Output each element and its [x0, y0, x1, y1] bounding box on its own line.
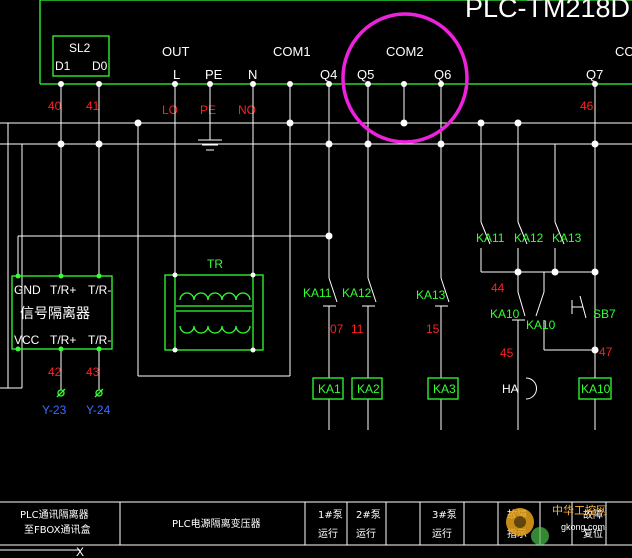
wire-pe: PE [200, 103, 216, 117]
output-wiring [323, 84, 450, 430]
terminal-pe: PE [205, 67, 223, 82]
coil-ka1: KA1 [318, 382, 341, 396]
power-wiring [137, 84, 291, 377]
wire-number-07: 07 [330, 322, 344, 336]
title-pump2-run: 运行 [356, 527, 376, 540]
gkong-watermark: 中华工控网 gkong.com [506, 503, 607, 545]
left-rails [0, 123, 23, 389]
title-fault-2: 故障 [583, 508, 603, 521]
terminal-partial: CC [615, 44, 632, 59]
ground-icon [198, 139, 222, 151]
contact-ka10-a: KA10 [490, 307, 520, 321]
terminal-l: L [173, 67, 180, 82]
bus-junctions [57, 119, 599, 148]
title-pump1: 1#泵 [318, 509, 343, 521]
sl2-module-box [52, 35, 110, 77]
watermark-site: 中华工控网 [552, 503, 607, 517]
isolator-pin-dots [15, 273, 102, 352]
watermark-url: gkong.com [561, 522, 605, 532]
coil-ka1-box [312, 377, 344, 400]
contact-ka10-b: KA10 [526, 318, 556, 332]
coil-ka10: KA10 [581, 382, 611, 396]
title-pump3: 3#泵 [432, 509, 457, 521]
coil-ka2: KA2 [357, 382, 380, 396]
title-isolator-1: PLC通讯隔离器 [20, 508, 89, 521]
output-dots [325, 232, 333, 240]
wire-number-41: 41 [86, 99, 100, 113]
terminal-q6: Q6 [434, 67, 451, 82]
transformer-coil-icon [174, 275, 254, 350]
sb7-button-icon [571, 295, 587, 319]
wire-number-47: 47 [599, 345, 613, 359]
isolator-pin-tr-minus-b: T/R- [88, 333, 111, 347]
terminal-q7: Q7 [586, 67, 603, 82]
horizontal-wires [0, 84, 632, 145]
title-block-text: PLC通讯隔离器 至FBOX通讯盒 PLC电源隔离变压器 1#泵 运行 2#泵 … [20, 508, 603, 540]
fault-circuit-dots [514, 268, 599, 354]
wire-number-40: 40 [48, 99, 62, 113]
transformer-label: TR [207, 257, 223, 271]
title-block-grid [0, 501, 632, 551]
fault-circuit-wiring [480, 84, 596, 430]
green-globe-icon [531, 527, 549, 545]
terminal-y24: Y-24 [86, 403, 111, 417]
sl2-label: SL2 [69, 41, 91, 55]
wire-no: NO [238, 103, 256, 117]
contact-ka11: KA11 [303, 286, 332, 300]
coil-ka3-box [427, 377, 459, 400]
terminal-out: OUT [162, 44, 190, 59]
sl2-pin-d1: D1 [55, 59, 71, 73]
transformer-dots [172, 272, 256, 353]
isolator-name: 信号隔离器 [20, 305, 90, 322]
wire-number-42: 42 [48, 365, 62, 379]
contact-ka11-b: KA11 [476, 231, 505, 245]
plc-title: PLC-TM218D [465, 0, 630, 23]
isolator-pin-vcc: VCC [14, 333, 40, 347]
isolator-pin-gnd: GND [14, 283, 41, 297]
wire-number-15: 15 [426, 322, 440, 336]
contact-sb7: SB7 [593, 307, 616, 321]
title-pump2: 2#泵 [356, 509, 381, 521]
wire-number-45: 45 [500, 346, 514, 360]
contact-ka13-b: KA13 [552, 231, 582, 245]
plc-frame [39, 0, 632, 85]
isolator-pin-tr-plus-b: T/R+ [50, 333, 76, 347]
isolator-pin-tr-plus: T/R+ [50, 283, 76, 297]
terminal-q4: Q4 [320, 67, 337, 82]
horn-ha-label: HA [502, 382, 519, 396]
highlight-circle [341, 12, 469, 144]
footer-x: X [76, 545, 84, 558]
title-isolator-2: 至FBOX通讯盒 [24, 523, 91, 536]
sl2-pin-d0: D0 [92, 59, 108, 73]
wire-number-43: 43 [86, 365, 100, 379]
terminal-com1: COM1 [273, 44, 311, 59]
isolator-pin-tr-minus: T/R- [88, 283, 111, 297]
title-pump3-run: 运行 [432, 527, 452, 540]
coil-ka2-box [351, 377, 383, 400]
wire-number-11: 11 [351, 322, 364, 336]
contact-ka12-b: KA12 [514, 231, 544, 245]
title-transformer: PLC电源隔离变压器 [172, 517, 261, 530]
coil-ka3: KA3 [433, 382, 456, 396]
isolator-wiring [17, 84, 329, 390]
wire-lo: LO [162, 103, 178, 117]
terminal-y23: Y-23 [42, 403, 67, 417]
title-pump1-run: 运行 [318, 527, 338, 540]
contact-ka12: KA12 [342, 286, 372, 300]
wire-number-44: 44 [491, 281, 505, 295]
terminal-marker-icons [56, 388, 104, 398]
terminal-com2: COM2 [386, 44, 424, 59]
horn-icon [525, 377, 537, 400]
transformer-box [164, 274, 264, 351]
wire-number-46: 46 [580, 99, 594, 113]
contact-ka13: KA13 [416, 288, 446, 302]
terminal-q5: Q5 [357, 67, 374, 82]
terminal-n: N [248, 67, 257, 82]
title-reset: 复位 [583, 527, 603, 540]
